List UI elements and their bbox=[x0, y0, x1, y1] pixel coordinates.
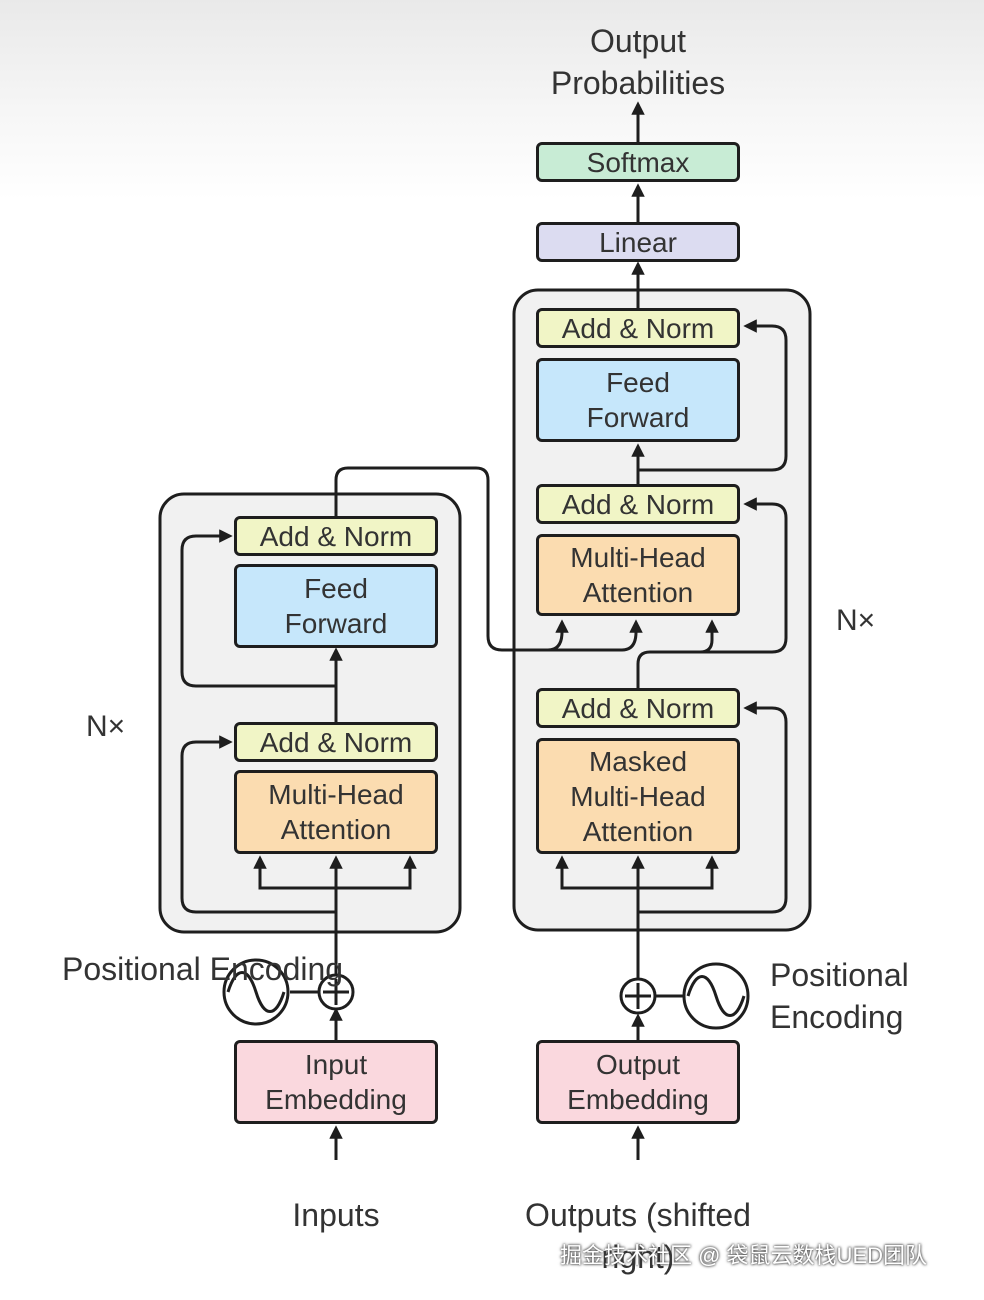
masked-attn-line1: Masked bbox=[588, 745, 688, 777]
inputs-label: Inputs bbox=[292, 1197, 380, 1233]
output-label-line2: Probabilities bbox=[550, 65, 726, 101]
output-embedding-box: Output Embedding bbox=[536, 1040, 740, 1124]
linear-label: Linear bbox=[599, 226, 677, 258]
decoder-attn-line1: Multi-Head bbox=[570, 542, 706, 573]
decoder-positional-encoding-label: Positional Encoding bbox=[770, 954, 984, 1038]
output-probabilities-label: Output Probabilities bbox=[518, 20, 758, 104]
input-embedding-line1: Input bbox=[304, 1049, 368, 1080]
decoder-attn-line2: Attention bbox=[582, 577, 694, 608]
decoder-ff-line2: Forward bbox=[586, 402, 690, 433]
encoder-attention: Multi-Head Attention bbox=[234, 770, 438, 854]
output-embedding-line1: Output bbox=[595, 1049, 681, 1080]
encoder-ff-line2: Forward bbox=[284, 608, 388, 639]
decoder-add-norm-mid-label: Add & Norm bbox=[561, 488, 715, 520]
output-embedding-line2: Embedding bbox=[567, 1084, 709, 1115]
plus-circle-icon bbox=[317, 973, 355, 1011]
decoder-repeat-label: N× bbox=[836, 604, 876, 637]
decoder-add-norm-mid: Add & Norm bbox=[536, 484, 740, 524]
linear-box: Linear bbox=[536, 222, 740, 262]
encoder-pe-line2: Encoding bbox=[209, 951, 344, 987]
decoder-ff-line1: Feed bbox=[606, 367, 670, 398]
input-embedding-line2: Embedding bbox=[265, 1084, 407, 1115]
softmax-label: Softmax bbox=[586, 146, 690, 178]
decoder-pe-line1: Positional bbox=[770, 957, 909, 993]
encoder-positional-encoding-label: Positional Encoding bbox=[62, 948, 343, 990]
output-label-line1: Output bbox=[589, 23, 687, 59]
connector-lines bbox=[180, 101, 788, 1160]
decoder-add-norm-top: Add & Norm bbox=[536, 308, 740, 348]
sine-wave-icon bbox=[682, 962, 750, 1030]
watermark: 掘金技术社区 @ 袋鼠云数栈UED团队 bbox=[560, 1243, 928, 1268]
encoder-panel bbox=[158, 492, 462, 934]
decoder-add-norm-bottom: Add & Norm bbox=[536, 688, 740, 728]
encoder-feed-forward: Feed Forward bbox=[234, 564, 438, 648]
outputs-line2: (shifted right) bbox=[601, 1197, 751, 1275]
encoder-add-norm-top: Add & Norm bbox=[234, 516, 438, 556]
encoder-attn-line2: Attention bbox=[280, 814, 392, 845]
encoder-pe-line1: Positional bbox=[62, 951, 201, 987]
decoder-add-norm-top-label: Add & Norm bbox=[561, 312, 715, 344]
encoder-ff-line1: Feed bbox=[304, 573, 368, 604]
sine-wave-icon bbox=[222, 958, 290, 1026]
encoder-repeat-label: N× bbox=[86, 710, 126, 743]
outputs-line1: Outputs bbox=[525, 1197, 638, 1233]
softmax-box: Softmax bbox=[536, 142, 740, 182]
encoder-attn-line1: Multi-Head bbox=[268, 779, 404, 810]
decoder-feed-forward: Feed Forward bbox=[536, 358, 740, 442]
encoder-add-norm-top-label: Add & Norm bbox=[259, 520, 413, 552]
decoder-add-norm-bottom-label: Add & Norm bbox=[561, 692, 715, 724]
encoder-add-norm-bottom-label: Add & Norm bbox=[259, 726, 413, 758]
masked-attn-line2: Multi-Head bbox=[570, 780, 706, 812]
encoder-add-norm-bottom: Add & Norm bbox=[234, 722, 438, 762]
decoder-masked-attention: Masked Multi-Head Attention bbox=[536, 738, 740, 854]
input-embedding-box: Input Embedding bbox=[234, 1040, 438, 1124]
plus-circle-icon bbox=[619, 977, 657, 1015]
decoder-cross-attention: Multi-Head Attention bbox=[536, 534, 740, 616]
outputs-label: Outputs (shifted right) bbox=[498, 1194, 778, 1278]
masked-attn-line3: Attention bbox=[582, 815, 694, 847]
decoder-pe-line2: Encoding bbox=[770, 999, 904, 1035]
